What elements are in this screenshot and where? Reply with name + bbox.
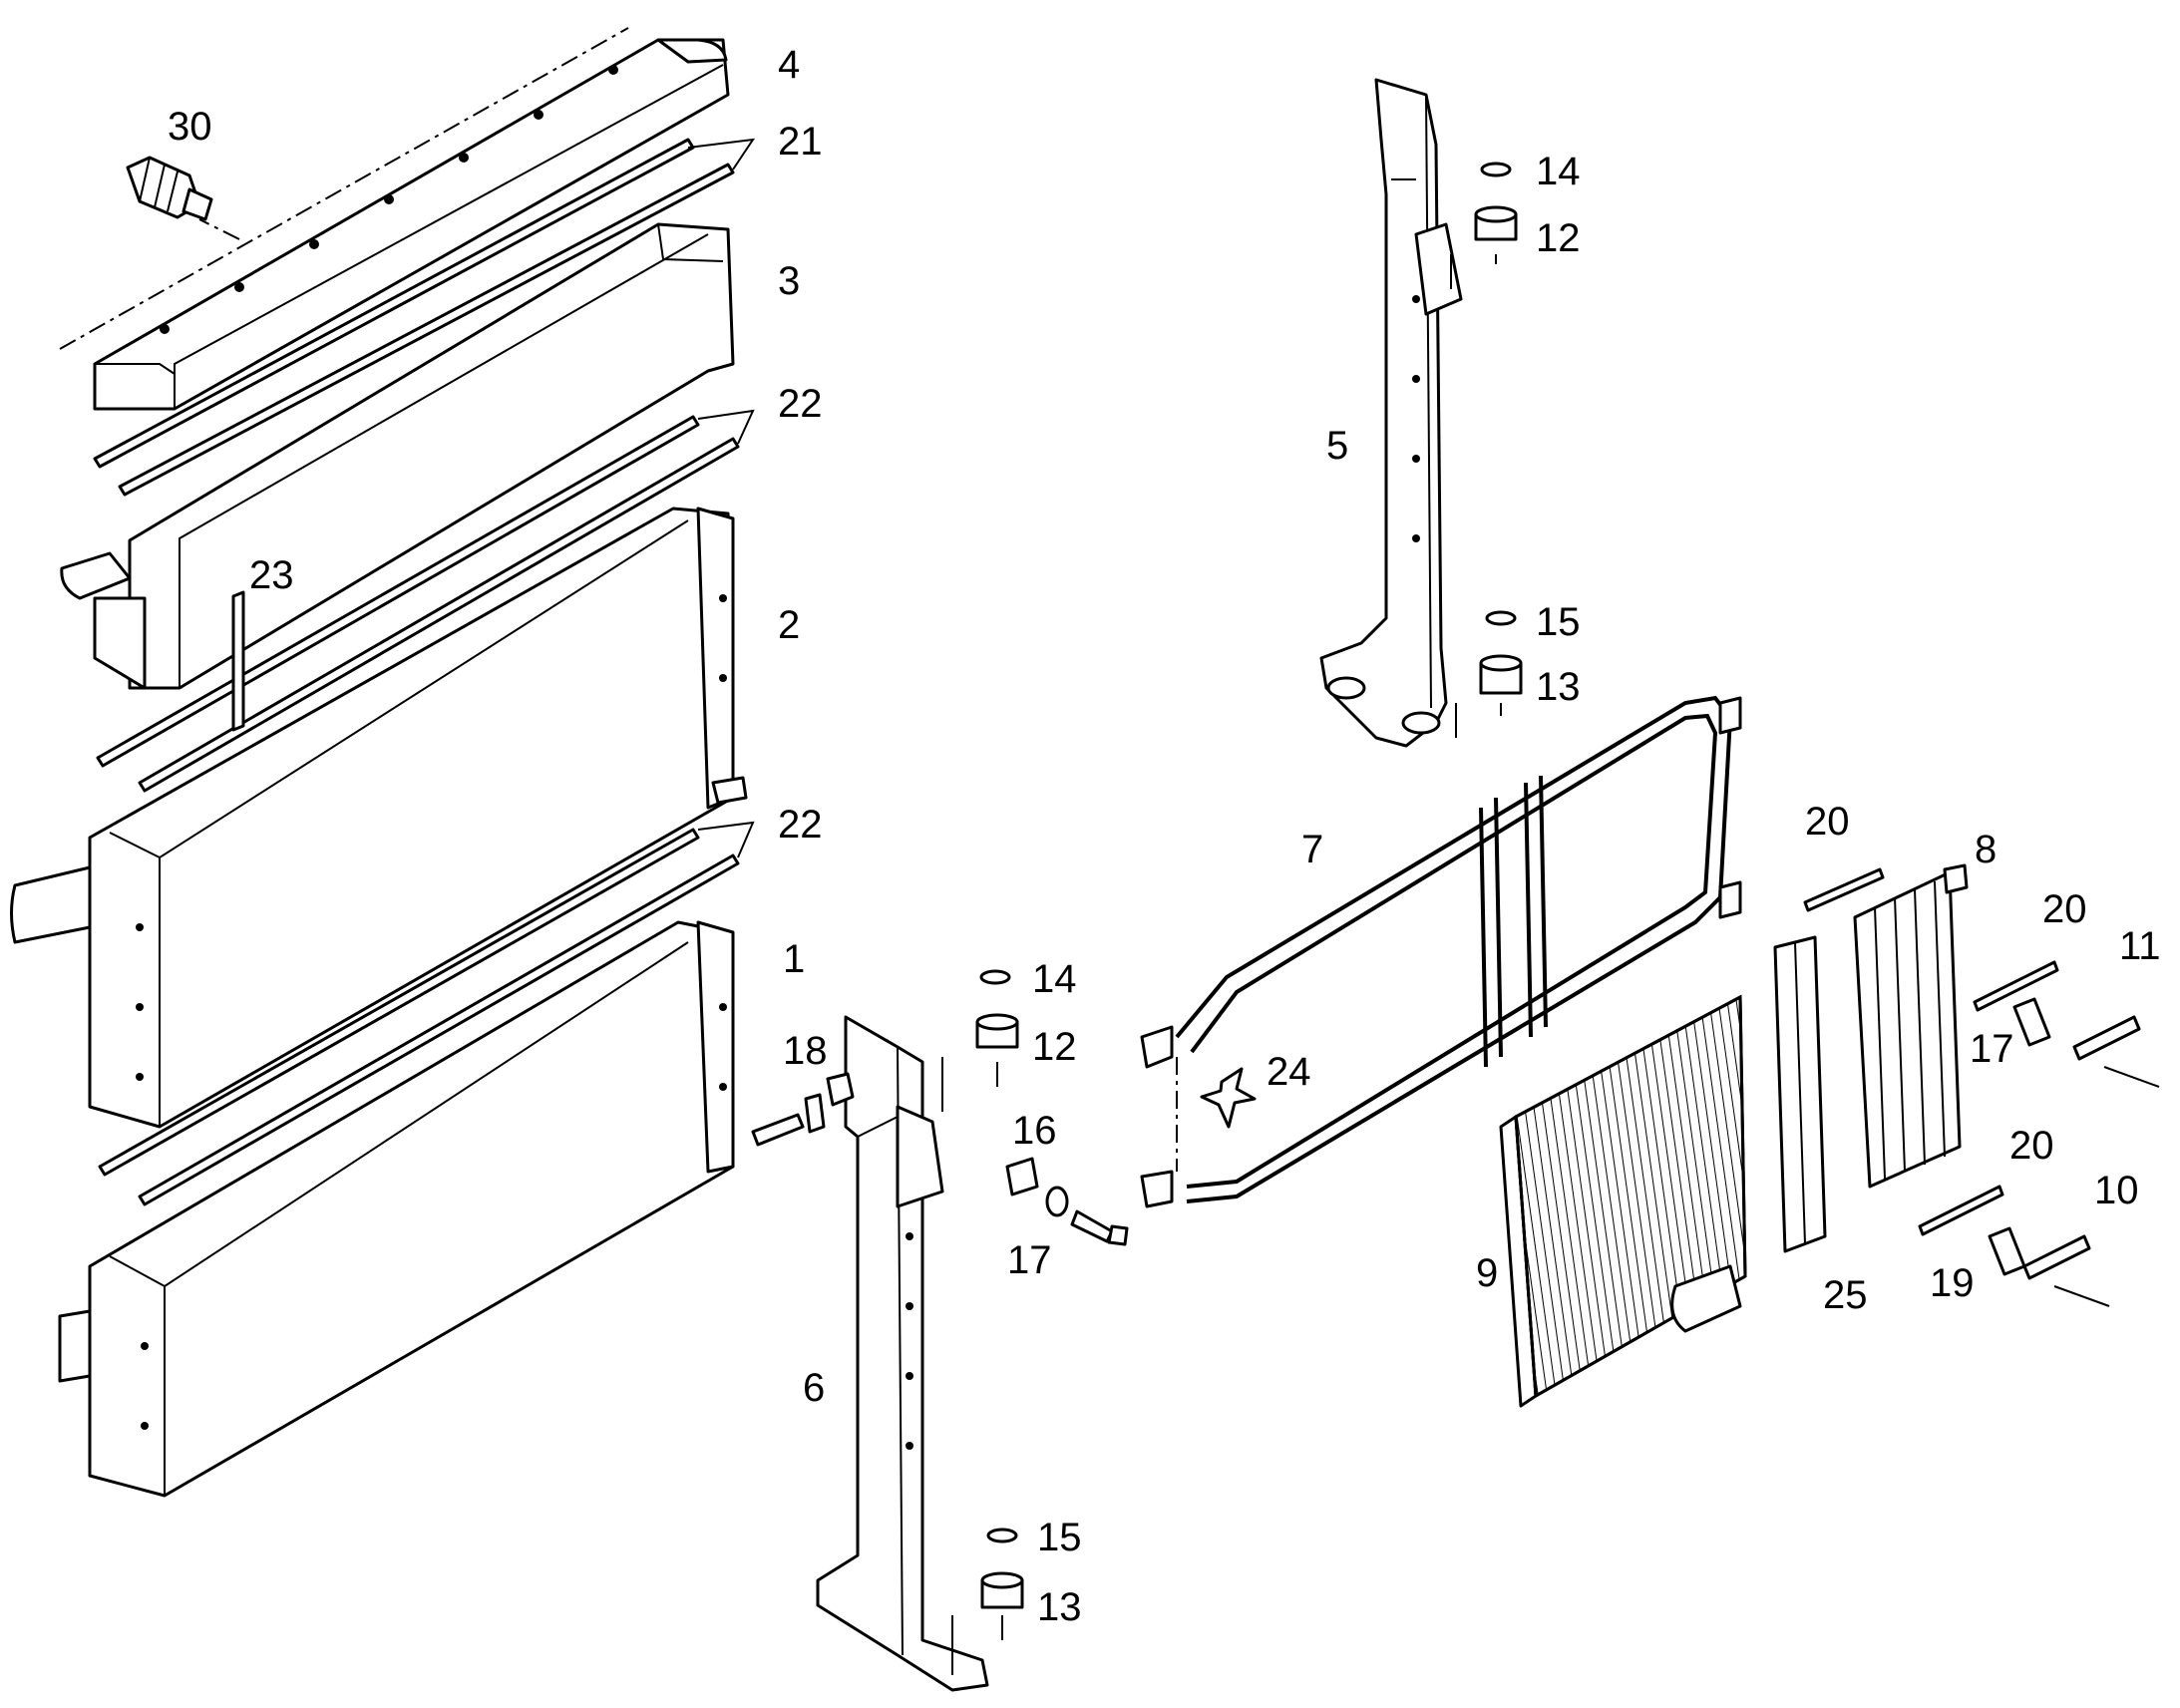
part-side-cooler-25 (1773, 935, 1827, 1253)
part-seal-strips-22-lower (98, 828, 740, 1206)
part-mounts-15-13-upper (1455, 610, 1523, 738)
callout-13-upper: 13 (1536, 665, 1581, 709)
callout-17-center: 17 (1007, 1238, 1052, 1282)
callout-19: 19 (1930, 1261, 1975, 1305)
part-top-tank-4 (93, 38, 730, 411)
callout-12-upper: 12 (1536, 216, 1581, 260)
callout-20-mid: 20 (2042, 887, 2087, 931)
callout-21: 21 (778, 120, 823, 164)
callout-14-lower: 14 (1032, 957, 1077, 1001)
part-frame-7 (1140, 695, 1742, 1208)
callout-22-upper: 22 (778, 382, 823, 426)
callout-8: 8 (1975, 828, 1997, 871)
callout-14-upper: 14 (1536, 150, 1581, 193)
callout-4: 4 (778, 43, 800, 87)
callout-22-lower: 22 (778, 803, 823, 847)
callout-labels: 30 4 21 3 22 23 2 22 1 18 14 12 16 17 6 … (168, 43, 2161, 1629)
part-bracket-11 (2012, 997, 2160, 1088)
part-seal-strips-22-upper (96, 415, 740, 793)
callout-6: 6 (803, 1366, 825, 1410)
part-tank-3 (60, 222, 735, 690)
callout-leaders (687, 138, 756, 858)
callout-23: 23 (249, 553, 294, 597)
callout-5: 5 (1326, 424, 1348, 468)
callout-17-right: 17 (1970, 1027, 2014, 1071)
part-seal-strips-21 (93, 138, 735, 497)
part-side-bracket-6 (816, 1015, 989, 1692)
part-strips-20 (1803, 867, 2059, 1236)
callout-9: 9 (1476, 1251, 1498, 1295)
callout-7: 7 (1301, 828, 1323, 871)
part-rod-23 (231, 590, 245, 732)
part-star-knob-24 (1200, 1067, 1257, 1129)
part-bolt-set-18 (751, 1072, 855, 1147)
part-sensor-30 (126, 156, 213, 221)
callout-16: 16 (1012, 1109, 1057, 1153)
callout-13-lower: 13 (1037, 1585, 1082, 1629)
alignment-line-top (59, 27, 629, 350)
part-mounts-14-12-upper (1450, 162, 1518, 289)
callout-10: 10 (2094, 1169, 2139, 1212)
part-condenser-9 (1499, 994, 1747, 1408)
callout-15-lower: 15 (1037, 1516, 1082, 1559)
callout-30: 30 (168, 105, 212, 149)
part-oil-cooler-8 (1853, 863, 1969, 1189)
part-mounts-15-13-lower (951, 1528, 1024, 1675)
callout-3: 3 (778, 259, 800, 303)
part-side-bracket-5 (1319, 78, 1463, 748)
callout-20-low: 20 (2009, 1124, 2054, 1168)
part-mounts-14-12-lower (941, 969, 1019, 1112)
callout-18: 18 (783, 1029, 828, 1073)
callout-25: 25 (1823, 1273, 1868, 1317)
callout-11: 11 (2119, 924, 2161, 968)
callout-2: 2 (778, 603, 800, 647)
callout-24: 24 (1267, 1050, 1311, 1094)
callout-1: 1 (783, 937, 805, 981)
callout-12-lower: 12 (1032, 1025, 1077, 1069)
callout-20-top: 20 (1805, 800, 1850, 844)
part-radiator-2 (10, 507, 748, 1129)
part-bolt-set-16-17 (1005, 1157, 1129, 1246)
part-radiator-1 (58, 920, 735, 1498)
callout-15-upper: 15 (1536, 600, 1581, 644)
part-bracket-10 (1988, 1226, 2110, 1307)
